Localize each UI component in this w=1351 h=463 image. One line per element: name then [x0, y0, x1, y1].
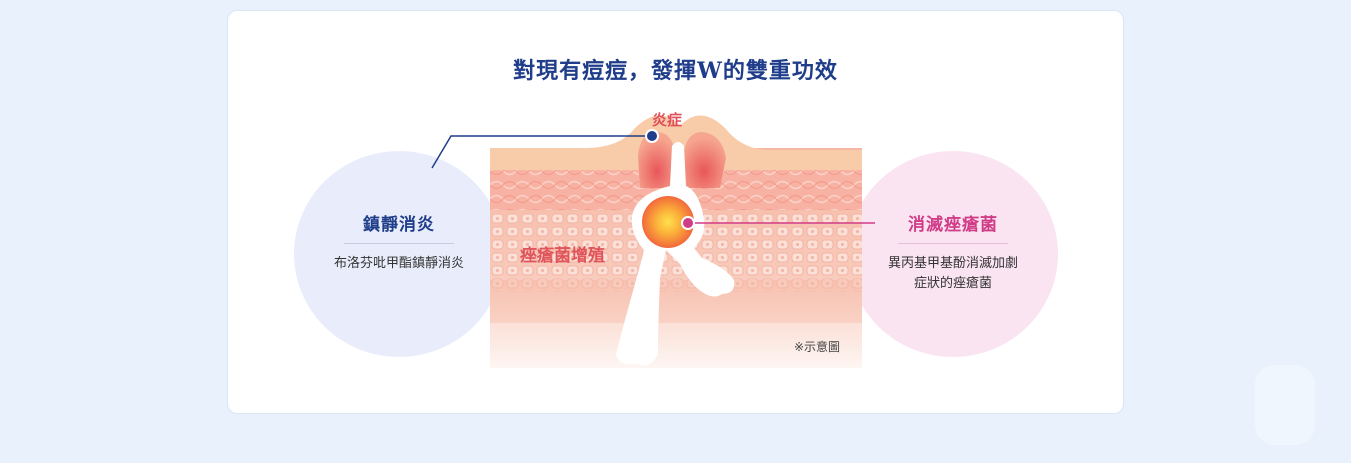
bacteria-pointer-dot — [681, 216, 695, 230]
inflamed-bump-right — [682, 132, 726, 188]
inflamed-bump-left — [638, 132, 676, 188]
pore-duct — [616, 142, 735, 366]
soothe-inflammation-panel: 鎮靜消炎 布洛芬吡甲酯鎮靜消炎 — [294, 151, 504, 357]
inflammation-label: 炎症 — [652, 111, 683, 129]
skin-cross-section-illustration — [490, 115, 862, 368]
kill-bacteria-panel: 消滅痤瘡菌 異丙基甲基酚消滅加劇症狀的痤瘡菌 — [848, 151, 1058, 357]
illustration-note: ※示意圖 — [794, 340, 841, 354]
soothe-heading: 鎮靜消炎 — [363, 215, 435, 235]
bacteria-growth-label: 痤瘡菌增殖 — [520, 246, 605, 266]
soothe-description: 布洛芬吡甲酯鎮靜消炎 — [334, 256, 465, 271]
inflammation-connector — [431, 135, 652, 169]
divider — [344, 243, 454, 244]
inflammation-pointer-dot — [645, 129, 659, 143]
acne-pustule — [642, 196, 694, 248]
divider — [898, 243, 1008, 244]
decorative-shape — [1255, 365, 1315, 445]
kill-bacteria-heading: 消滅痤瘡菌 — [908, 215, 998, 235]
kill-bacteria-description: 異丙基甲基酚消滅加劇症狀的痤瘡菌 — [888, 256, 1019, 291]
page-title: 對現有痘痘，發揮W的雙重功效 — [513, 58, 838, 84]
